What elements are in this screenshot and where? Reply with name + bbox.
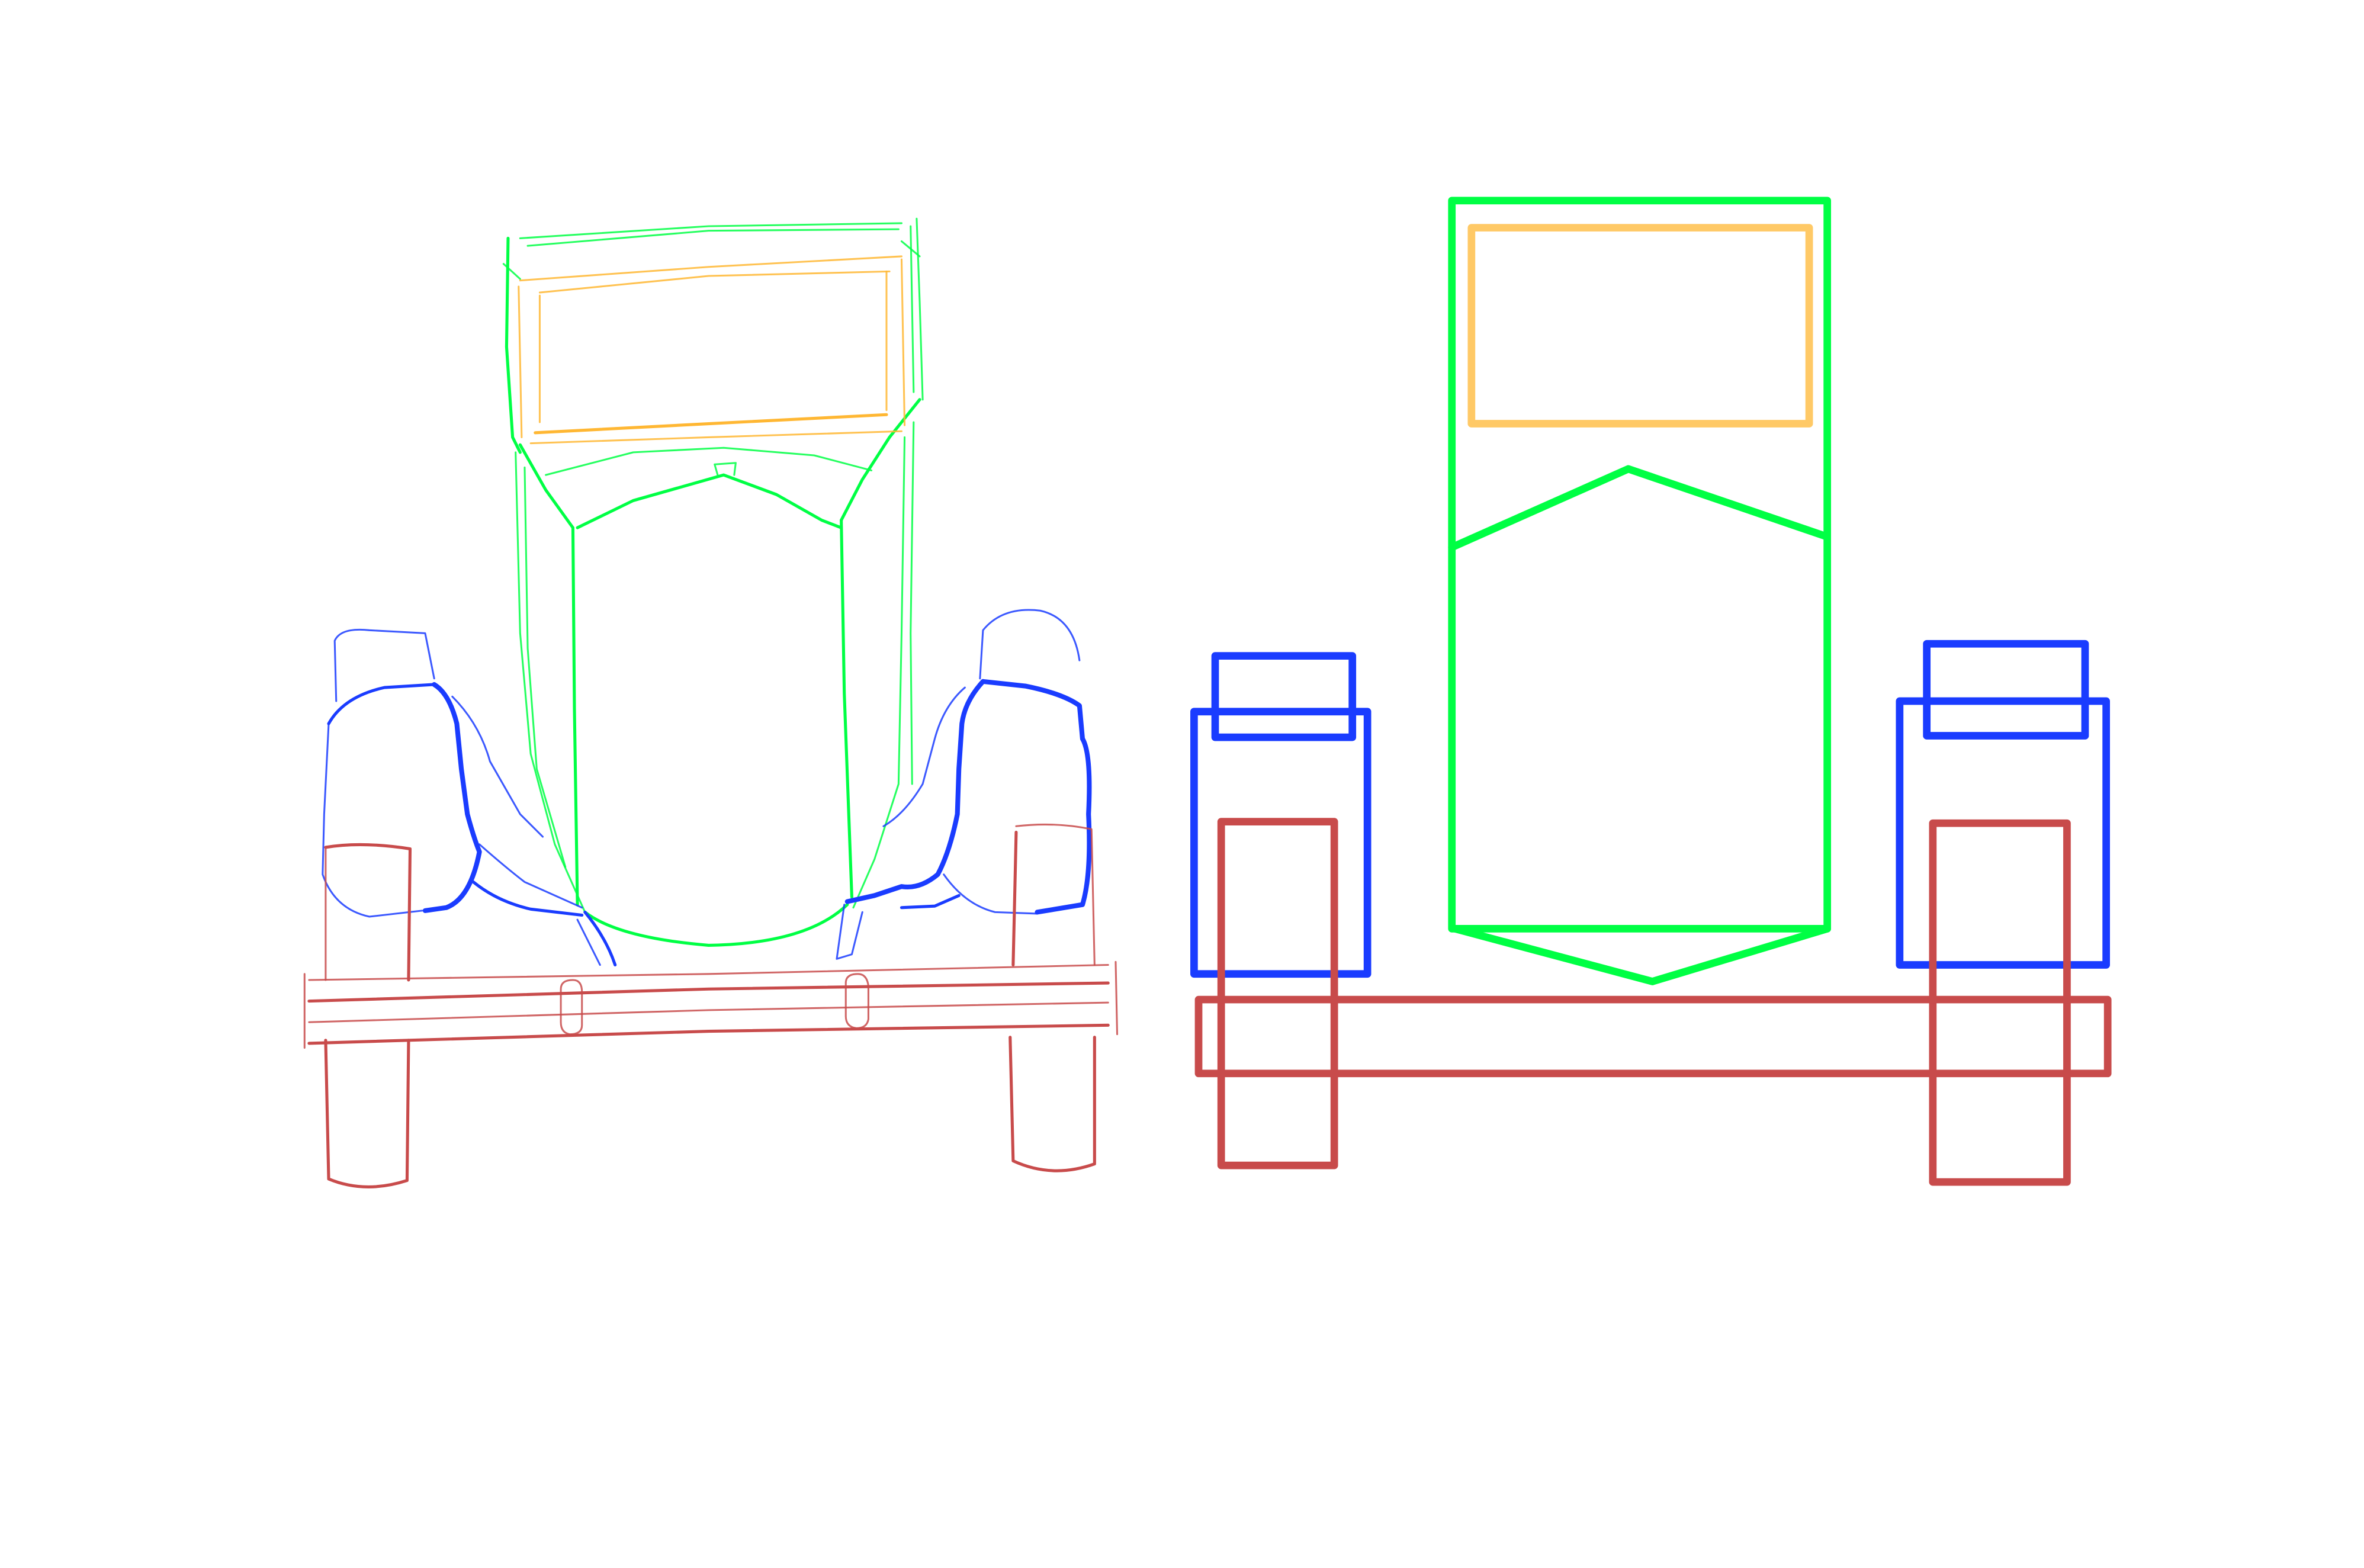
primitive-wheels-bumper [1194, 818, 2112, 1186]
primitive-windshield [1467, 224, 1813, 428]
sketch-wheels-bumper [303, 823, 1119, 1188]
sketch-body [502, 217, 924, 947]
car-sketch [303, 217, 1119, 1188]
primitive-body [1448, 197, 1832, 985]
primitive-fenders [1190, 640, 2111, 978]
sketch-fenders [322, 609, 1092, 967]
primitive-diagram [1190, 197, 2112, 1186]
sketch-windshield [518, 255, 906, 445]
